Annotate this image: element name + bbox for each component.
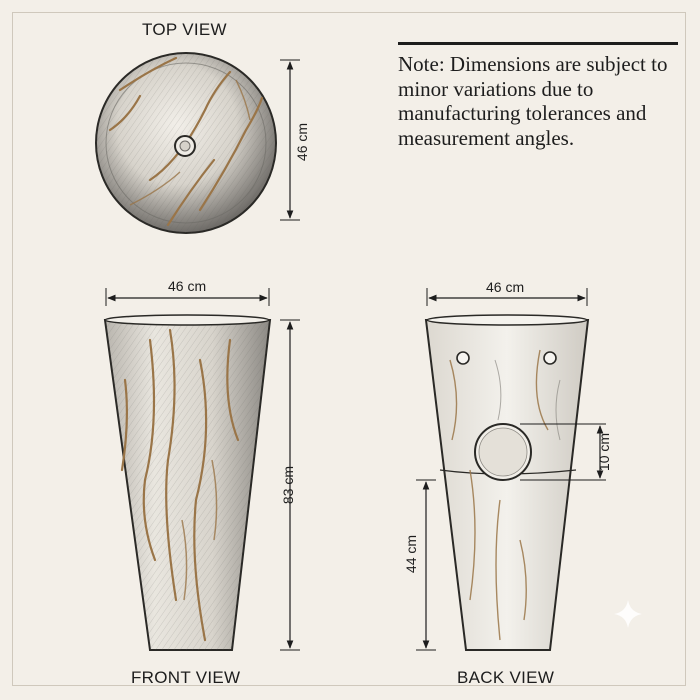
back-width-label: 46 cm xyxy=(486,279,525,295)
top-view-title: TOP VIEW xyxy=(142,20,227,39)
back-pipe-opening-inner xyxy=(478,427,528,477)
opening-dimension xyxy=(520,423,606,481)
front-width-dimension xyxy=(105,288,270,306)
opening-height-dimension xyxy=(416,479,436,651)
mounting-hole-left xyxy=(456,351,470,365)
note-rule xyxy=(398,42,678,45)
sheet-border xyxy=(12,12,686,686)
back-width-dimension xyxy=(426,288,588,306)
front-view-pedestal xyxy=(103,314,272,651)
opening-height-label: 44 cm xyxy=(403,534,419,574)
front-height-label: 83 cm xyxy=(280,465,296,505)
front-width-label: 46 cm xyxy=(168,278,207,294)
sparkle-icon xyxy=(614,600,642,628)
top-height-dimension xyxy=(280,59,300,221)
front-view-title: FRONT VIEW xyxy=(131,668,241,687)
mounting-hole-right xyxy=(543,351,557,365)
dimension-note: Note: Dimensions are subject to minor va… xyxy=(398,52,668,150)
front-height-dimension xyxy=(280,319,300,651)
top-diameter-label: 46 cm xyxy=(294,122,310,162)
back-view-pedestal xyxy=(424,314,590,651)
opening-label: 10 cm xyxy=(596,432,612,472)
back-view-title: BACK VIEW xyxy=(457,668,555,687)
drain-hole-inner xyxy=(179,140,191,152)
